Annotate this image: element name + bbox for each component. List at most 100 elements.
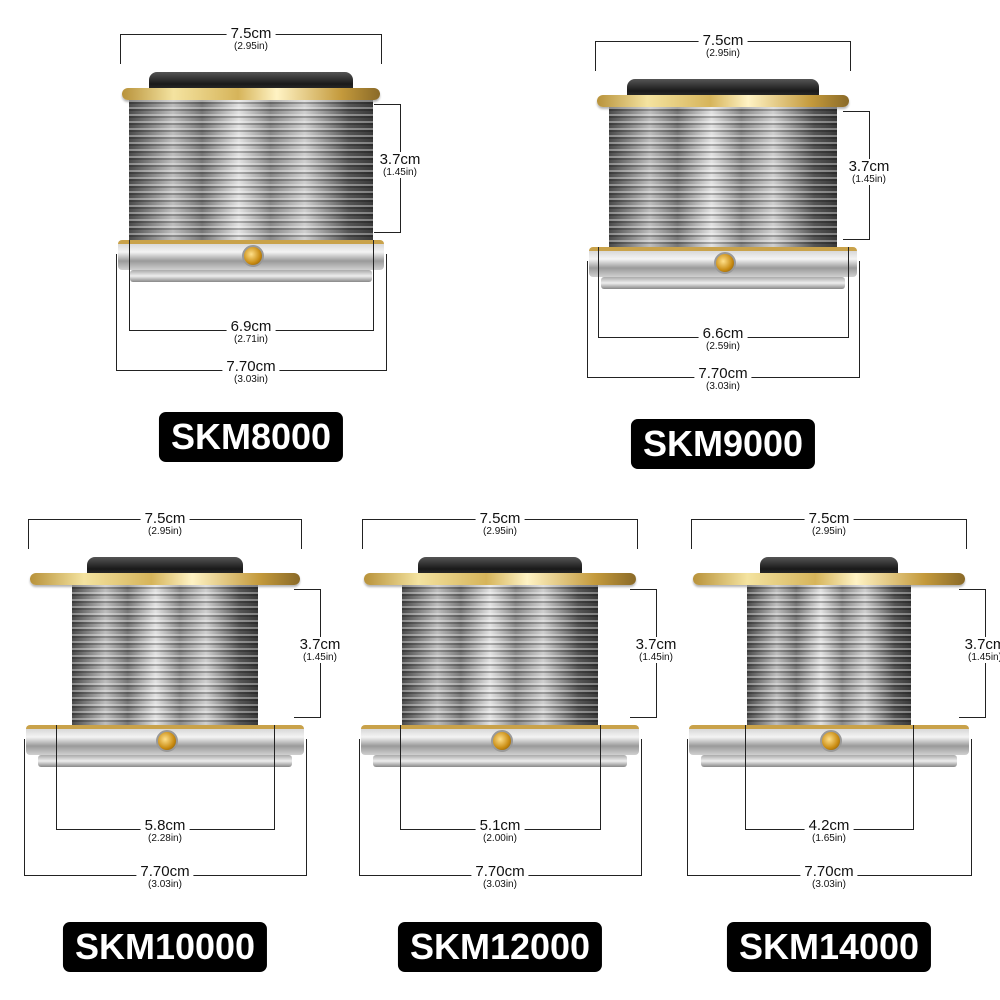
- model-label: SKM12000: [397, 922, 603, 972]
- spool-gold-rim: [364, 573, 636, 585]
- inner-diameter-label: 5.1cm(2.00in): [475, 817, 525, 844]
- spool-base-lip: [601, 277, 845, 289]
- inner-diameter-label-in: (2.28in): [148, 833, 182, 844]
- dimension-line: [120, 34, 121, 64]
- dimension-line: [362, 519, 363, 549]
- height-label: 3.7cm(1.45in): [295, 636, 345, 663]
- spool-body: [72, 585, 258, 725]
- dimension-line: [301, 519, 302, 549]
- spool-gold-rim: [597, 95, 849, 107]
- spool-cap: [760, 557, 898, 577]
- top-diameter-label: 7.5cm(2.95in): [226, 26, 276, 52]
- height-label-cm: 3.7cm: [848, 158, 890, 175]
- spool-body: [129, 100, 373, 240]
- inner-diameter-label-cm: 6.9cm: [230, 318, 272, 335]
- inner-diameter-label-cm: 6.6cm: [702, 325, 744, 342]
- dimension-line: [630, 589, 657, 590]
- dimension-line: [374, 104, 401, 105]
- top-diameter-label: 7.5cm(2.95in): [475, 511, 525, 537]
- outer-diameter-label-cm: 7.70cm: [698, 365, 748, 382]
- height-label: 3.7cm(1.45in): [631, 636, 681, 663]
- inner-diameter-label-cm: 4.2cm: [808, 817, 850, 834]
- top-diameter-label-cm: 7.5cm: [144, 510, 186, 527]
- top-diameter-label-in: (2.95in): [706, 48, 740, 59]
- spool-gold-button: [714, 252, 736, 274]
- spool-gold-button: [491, 730, 513, 752]
- model-label: SKM14000: [726, 922, 932, 972]
- dimension-line: [966, 519, 967, 549]
- outer-diameter-label: 7.70cm(3.03in): [471, 863, 529, 890]
- height-label-cm: 3.7cm: [299, 636, 341, 653]
- dimension-line: [595, 41, 596, 71]
- spool-gold-rim: [693, 573, 965, 585]
- outer-diameter-label: 7.70cm(3.03in): [222, 358, 280, 385]
- dimension-line: [637, 519, 638, 549]
- height-label-in: (1.45in): [852, 174, 886, 185]
- height-label-in: (1.45in): [639, 652, 673, 663]
- top-diameter-label-in: (2.95in): [234, 41, 268, 52]
- height-label: 3.7cm(1.45in): [844, 158, 894, 185]
- spool-base-lip: [701, 755, 957, 767]
- dimension-line: [859, 261, 860, 377]
- dimension-line: [971, 739, 972, 875]
- inner-diameter-label: 4.2cm(1.65in): [804, 817, 854, 844]
- spool-base-lip: [373, 755, 627, 767]
- dimension-line: [373, 240, 374, 330]
- dimension-line: [843, 239, 870, 240]
- dimension-line: [116, 254, 117, 370]
- spool-body: [747, 585, 911, 725]
- top-diameter-label: 7.5cm(2.95in): [140, 510, 190, 537]
- dimension-line: [630, 717, 657, 718]
- outer-diameter-label: 7.70cm(3.03in): [694, 365, 752, 392]
- outer-diameter-label-cm: 7.70cm: [140, 863, 190, 880]
- dimension-line: [386, 254, 387, 370]
- spool-cap: [417, 557, 583, 577]
- outer-diameter-label-in: (3.03in): [483, 879, 517, 890]
- outer-diameter-label-in: (3.03in): [812, 879, 846, 890]
- dimension-line: [600, 725, 601, 829]
- height-label-cm: 3.7cm: [635, 636, 677, 653]
- inner-diameter-label-cm: 5.1cm: [479, 817, 521, 834]
- top-diameter-label-in: (2.95in): [483, 526, 517, 537]
- dimension-line: [294, 717, 321, 718]
- dimension-line: [848, 247, 849, 337]
- top-diameter-label: 7.5cm(2.95in): [698, 33, 748, 59]
- inner-diameter-label-in: (2.00in): [483, 833, 517, 844]
- dimension-line: [843, 111, 870, 112]
- dimension-line: [56, 725, 57, 829]
- dimension-line: [959, 589, 986, 590]
- model-label: SKM8000: [158, 412, 344, 462]
- top-diameter-label-in: (2.95in): [812, 526, 846, 537]
- dimension-line: [691, 519, 692, 549]
- dimension-line: [400, 725, 401, 829]
- outer-diameter-label-cm: 7.70cm: [475, 863, 525, 880]
- dimension-line: [28, 519, 29, 549]
- spool-cap: [148, 72, 354, 92]
- top-diameter-label: 7.5cm(2.95in): [804, 510, 854, 537]
- dimension-line: [306, 739, 307, 875]
- dimension-line: [587, 261, 588, 377]
- dimension-line: [913, 725, 914, 829]
- outer-diameter-label-in: (3.03in): [148, 879, 182, 890]
- dimension-line: [641, 739, 642, 875]
- spool-body: [402, 585, 598, 725]
- spool-cap: [86, 557, 244, 577]
- spool-base-lip: [130, 270, 372, 282]
- height-label: 3.7cm(1.45in): [960, 637, 1000, 663]
- spool-body: [609, 107, 837, 247]
- inner-diameter-label: 6.6cm(2.59in): [698, 325, 748, 352]
- dimension-line: [850, 41, 851, 71]
- outer-diameter-label-in: (3.03in): [706, 381, 740, 392]
- dimension-line: [598, 247, 599, 337]
- dimension-line: [24, 739, 25, 875]
- outer-diameter-label-cm: 7.70cm: [226, 358, 276, 375]
- model-label: SKM10000: [62, 922, 268, 972]
- dimension-line: [359, 739, 360, 875]
- outer-diameter-label: 7.70cm(3.03in): [136, 863, 194, 890]
- dimension-line: [129, 240, 130, 330]
- top-diameter-label-cm: 7.5cm: [808, 510, 850, 527]
- inner-diameter-label-in: (2.59in): [706, 341, 740, 352]
- height-label: 3.7cm(1.45in): [375, 152, 425, 178]
- inner-diameter-label: 6.9cm(2.71in): [226, 318, 276, 345]
- dimension-line: [381, 34, 382, 64]
